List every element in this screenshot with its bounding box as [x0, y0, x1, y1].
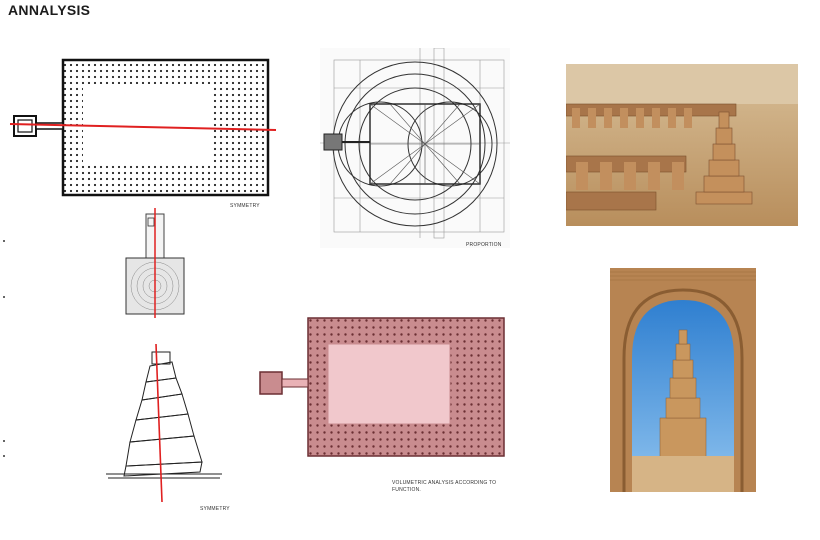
- spiral-minaret-icon: [106, 343, 222, 503]
- proportion-panel: PROPORTION: [320, 47, 510, 248]
- symmetry-plan-panel: SYMMETRY: [8, 50, 292, 210]
- mosque-plan-icon: [9, 58, 277, 197]
- caption-symmetry-plan: SYMMETRY: [230, 203, 260, 209]
- caption-symmetry-minaret: SYMMETRY: [200, 506, 230, 512]
- minaret-base-icon: [125, 208, 185, 318]
- volumetric-plan-icon: [259, 317, 505, 457]
- minaret-base-panel: [122, 208, 188, 318]
- arch-photo-panel: [610, 268, 756, 492]
- arch-minaret-photo-icon: [610, 268, 756, 492]
- ruins-photo-panel: [565, 64, 798, 226]
- minaret-elevation-panel: SYMMETRY: [98, 340, 238, 515]
- caption-volumetric: VOLUMETRIC ANALYSIS ACCORDING TO FUNCTIO…: [392, 480, 497, 493]
- caption-proportion: PROPORTION: [466, 242, 502, 248]
- proportion-diagram-icon: [320, 47, 510, 248]
- page-title: ANNALYSIS: [8, 2, 91, 18]
- edge-mark: [3, 296, 5, 298]
- edge-mark: [3, 440, 5, 442]
- ruins-photo-icon: [565, 64, 798, 226]
- volumetric-panel: VOLUMETRIC ANALYSIS ACCORDING TO FUNCTIO…: [258, 310, 514, 510]
- edge-mark: [3, 240, 5, 242]
- edge-mark: [3, 455, 5, 457]
